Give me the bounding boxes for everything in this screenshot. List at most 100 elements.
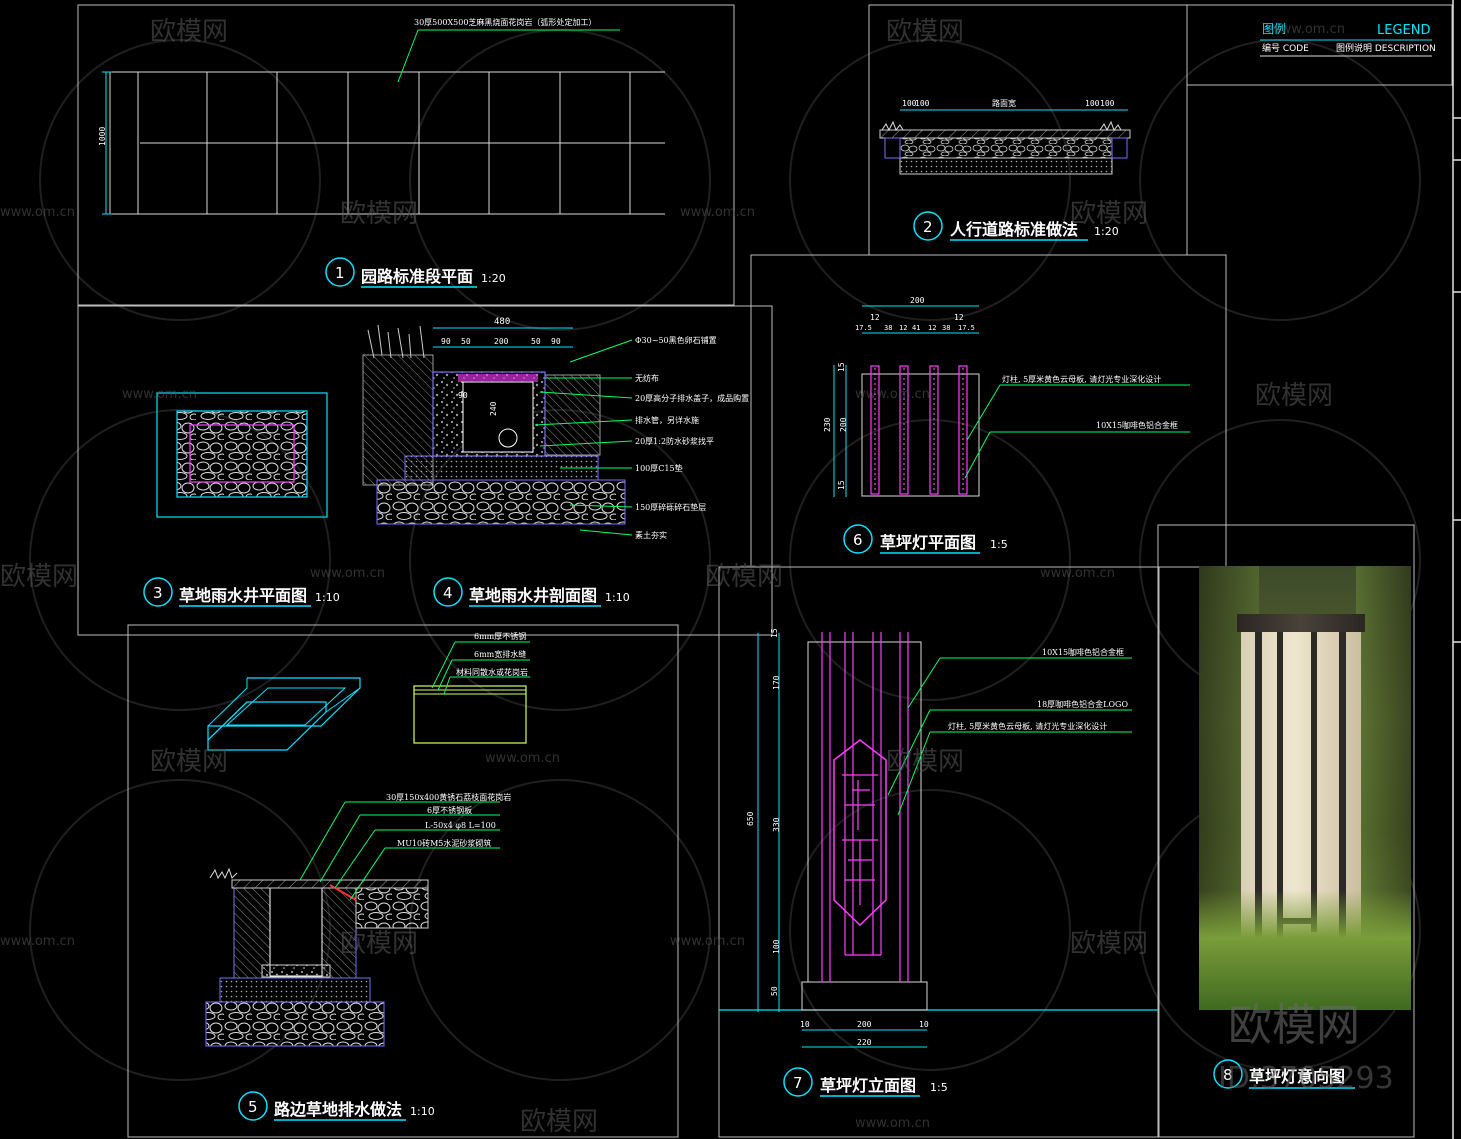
title-6-num: 6 <box>853 531 863 549</box>
wm-url-7: www.om.cn <box>1040 566 1115 581</box>
title-6-scale: 1:5 <box>990 538 1008 551</box>
title-5-scale: 1:10 <box>410 1105 435 1118</box>
d2-dim-1: 100 <box>902 99 917 108</box>
d2-dim-4: 100 <box>1085 99 1100 108</box>
d4-note-3: 20厚高分子排水盖子，成品购置 <box>635 393 749 403</box>
d6-sub-2: 38 <box>884 324 892 332</box>
drawing-2-pavement-section: 100 100 路面宽 100 100 <box>879 98 1131 175</box>
title-4-num: 4 <box>443 584 453 602</box>
d6-mini-dim-1: 12 <box>870 313 880 322</box>
d7-side-2: 15 <box>770 628 779 638</box>
d6-top-dim: 200 <box>910 296 925 305</box>
wm-brand-8: 欧模网 <box>150 747 228 777</box>
d6-note-1: 灯柱, 5厚米黄色云母板, 请灯光专业深化设计 <box>1002 374 1161 384</box>
d6-side-4: 15 <box>837 480 846 490</box>
d6-side-3: 200 <box>839 417 848 432</box>
d7-bottom-4: 220 <box>857 1038 872 1047</box>
wm-brand-1: 欧模网 <box>150 17 228 47</box>
d6-sub-6: 38 <box>942 324 950 332</box>
title-7-text: 草坪灯立面图 <box>820 1076 916 1095</box>
legend-col-code: 编号 CODE <box>1262 42 1309 54</box>
title-2-num: 2 <box>923 218 933 236</box>
legend-block: 图例 LEGEND 编号 CODE 图例说明 DESCRIPTION <box>1260 22 1436 57</box>
d6-sub-5: 12 <box>928 324 936 332</box>
title-5: 5 路边草地排水做法 1:10 <box>238 1091 435 1121</box>
wm-url-4: www.om.cn <box>122 387 197 402</box>
title-1-text: 园路标准段平面 <box>361 267 473 286</box>
d6-note-2: 10X15咖啡色铝合金框 <box>1096 420 1178 430</box>
wm-brand-10: 欧模网 <box>340 929 418 959</box>
wm-brand-7: 欧模网 <box>0 562 78 592</box>
d4-note-8: 素土夯实 <box>635 530 667 540</box>
legend-col-desc: 图例说明 DESCRIPTION <box>1336 42 1436 54</box>
d4-note-1: Φ30~50黑色卵石铺置 <box>635 335 717 345</box>
wm-url-2: www.om.cn <box>0 205 75 220</box>
d4-dim-3: 200 <box>494 337 509 346</box>
drawing-1-paving-plan: 1000 30厚500X500芝麻黑烧面花岗岩（弧形处定加工） <box>98 17 665 215</box>
wm-brand-3: 欧模网 <box>340 199 418 229</box>
legend-title-en: LEGEND <box>1377 23 1430 38</box>
title-3-num: 3 <box>153 584 163 602</box>
title-1: 1 园路标准段平面 1:20 <box>325 257 506 288</box>
wm-url-11: www.om.cn <box>670 934 745 949</box>
wm-url-1: www.om.cn <box>1270 22 1345 37</box>
wm-url-12: www.om.cn <box>855 1116 930 1131</box>
d7-side-1: 650 <box>746 811 755 826</box>
d5-top-note-1: 6mm厚不锈钢 <box>474 631 526 641</box>
d4-note-5: 20厚1:2防水砂浆找平 <box>635 436 714 446</box>
d7-side-4: 330 <box>772 817 781 832</box>
d4-inner-1: 90 <box>458 391 468 400</box>
d4-dim-2: 50 <box>461 337 471 346</box>
d7-side-6: 50 <box>770 986 779 996</box>
d7-note-2: 18厚咖啡色铝合金LOGO <box>1037 699 1128 709</box>
d4-dim-1: 90 <box>441 337 451 346</box>
d5-top-note-3: 材料同散水或花岗岩 <box>456 667 528 677</box>
d6-mini-dim-2: 12 <box>954 313 964 322</box>
d6-sub-4: 41 <box>912 324 920 332</box>
d5-note-1: 30厚150x400黄锈石荔枝面花岗岩 <box>386 792 511 802</box>
d5-note-3: L-50x4 φ8 L=100 <box>425 821 496 830</box>
drawing-4-rainwell-section: 480 90 50 200 50 90 90 240 Φ30~50黑色卵石铺置 … <box>362 317 749 540</box>
d6-sub-1: 17.5 <box>855 324 872 332</box>
d5-note-2: 6厚不锈钢板 <box>427 805 472 815</box>
d4-dim-5: 90 <box>551 337 561 346</box>
title-5-text: 路边草地排水做法 <box>274 1100 402 1119</box>
d7-note-1: 10X15咖啡色铝合金框 <box>1042 647 1124 657</box>
d1-note: 30厚500X500芝麻黑烧面花岗岩（弧形处定加工） <box>414 17 596 27</box>
drawing-5-roadside-drain: 6mm厚不锈钢 6mm宽排水缝 材料同散水或花岗岩 30厚150x400黄锈石荔… <box>205 631 530 1047</box>
title-2-text: 人行道路标准做法 <box>950 220 1078 239</box>
title-6: 6 草坪灯平面图 1:5 <box>843 524 1008 554</box>
legend-title-cn: 图例 <box>1262 22 1286 36</box>
drawing-7-lamp-elevation: 650 15 170 330 100 50 10 200 10 220 10X1… <box>719 628 1158 1048</box>
title-7-scale: 1:5 <box>930 1081 948 1094</box>
d4-note-4: 排水管，另详水施 <box>635 415 699 425</box>
d7-side-5: 100 <box>772 939 781 954</box>
title-2-scale: 1:20 <box>1094 225 1119 238</box>
d5-top-note-2: 6mm宽排水缝 <box>474 649 526 659</box>
d7-note-3: 灯柱, 5厚米黄色云母板, 请灯光专业深化设计 <box>948 721 1107 731</box>
d4-inner-2: 240 <box>489 401 498 416</box>
wm-url-3: www.om.cn <box>680 205 755 220</box>
d2-dim-5: 100 <box>1100 99 1115 108</box>
wm-brand-4: 欧模网 <box>1070 199 1148 229</box>
wm-url-10: www.om.cn <box>0 934 75 949</box>
d4-top-dim: 480 <box>494 317 510 327</box>
d6-side-1: 230 <box>823 417 832 432</box>
d4-note-7: 150厚碎砾碎石垫层 <box>635 502 706 512</box>
wm-url-8: www.om.cn <box>485 751 560 766</box>
d7-bottom-3: 10 <box>919 1020 929 1029</box>
drawing-6-lamp-plan: 200 12 12 17.5 38 12 41 12 38 17.5 230 1… <box>823 296 1190 497</box>
d6-side-2: 15 <box>837 362 846 372</box>
title-3-text: 草地雨水井平面图 <box>179 586 307 605</box>
drawing-titles: 1 园路标准段平面 1:20 2 人行道路标准做法 1:20 3 草地雨水井平面… <box>143 211 1119 1121</box>
wm-brand-11: 欧模网 <box>1070 929 1148 959</box>
d6-sub-7: 17.5 <box>958 324 975 332</box>
d2-dim-2: 100 <box>915 99 930 108</box>
d4-dim-4: 50 <box>531 337 541 346</box>
d7-bottom-2: 200 <box>857 1020 872 1029</box>
title-4-scale: 1:10 <box>605 591 630 604</box>
d5-note-4: MU10砖M5水泥砂浆砌筑 <box>397 838 491 848</box>
title-2: 2 人行道路标准做法 1:20 <box>913 211 1119 241</box>
title-1-num: 1 <box>335 264 345 282</box>
